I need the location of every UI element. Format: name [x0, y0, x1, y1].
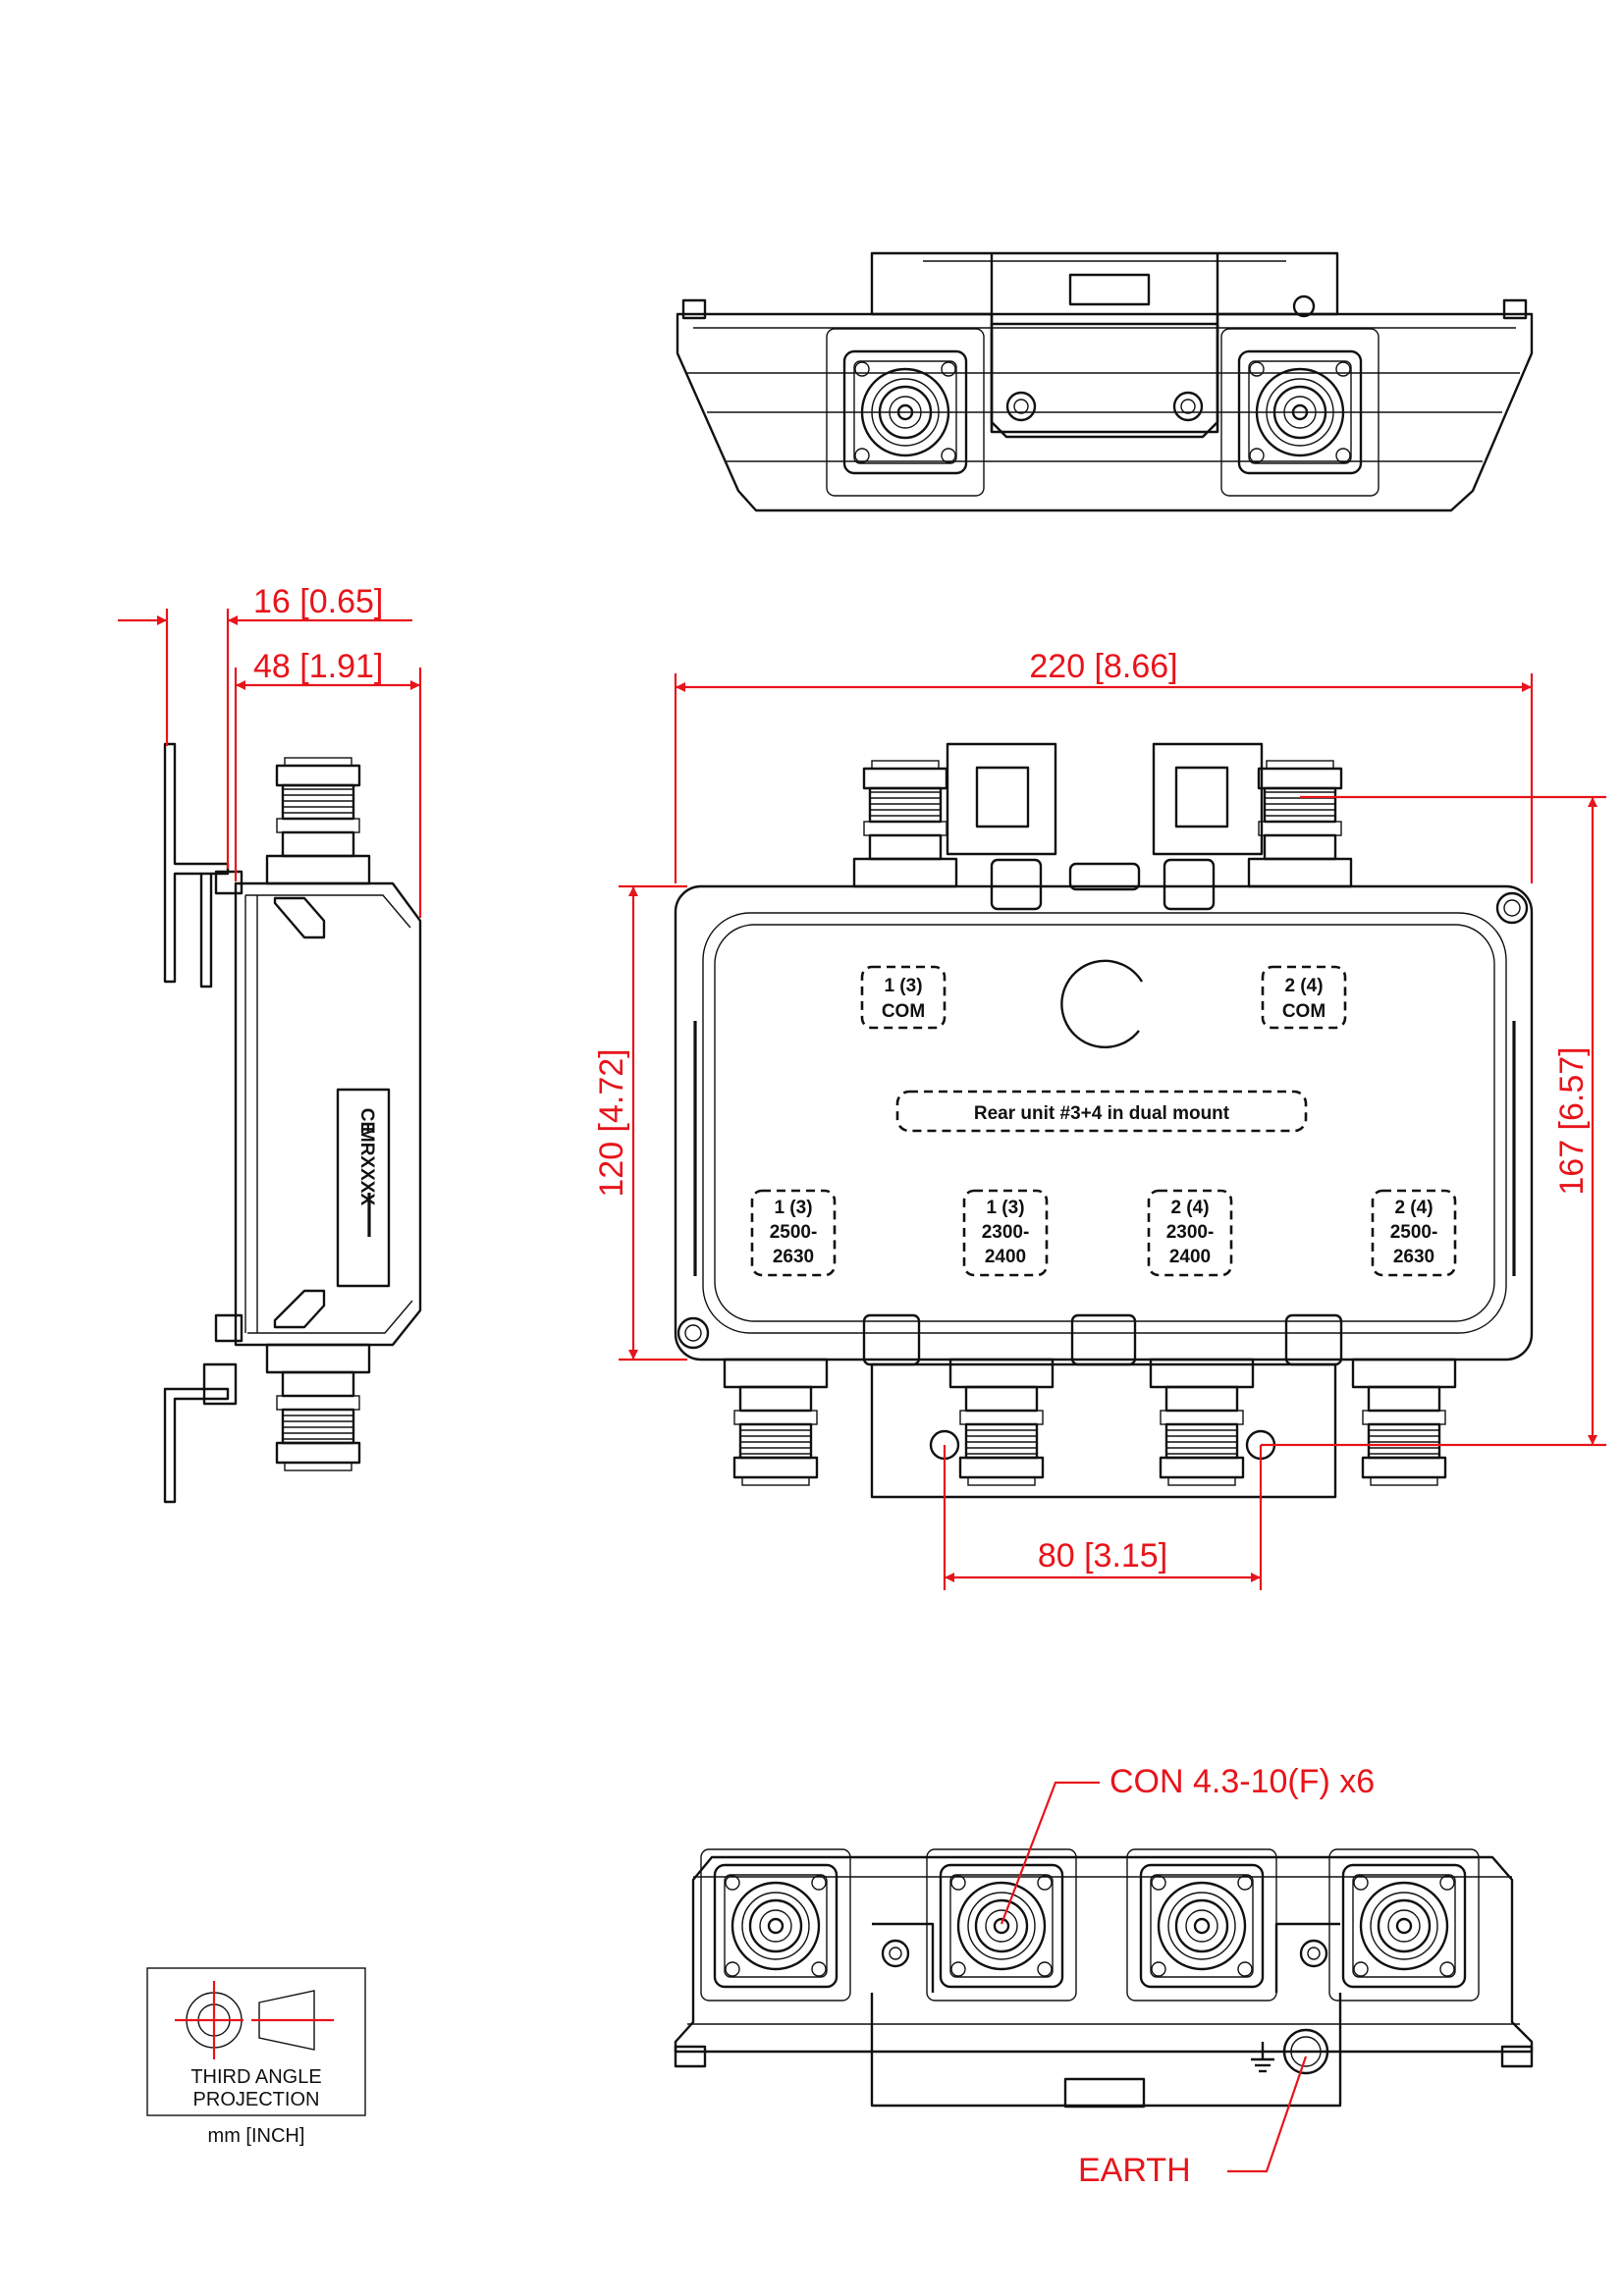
third-angle-projection-symbol: THIRD ANGLE PROJECTION [146, 1967, 366, 2116]
side-model-label: MRXXXX [356, 1127, 377, 1206]
label-dual-mount-note: Rear unit #3+4 in dual mount [974, 1103, 1230, 1124]
ground-icon [1251, 2042, 1274, 2073]
label-p2-low-b: 2300- [1166, 1222, 1215, 1243]
label-p1-low-c: 2400 [985, 1247, 1026, 1267]
side-view: MRXXXX CE [163, 742, 422, 1504]
dim-side-depth: 48 [1.91] [253, 648, 383, 685]
projection-line-2: PROJECTION [193, 2089, 320, 2110]
dim-hole-spacing: 80 [3.15] [1038, 1537, 1167, 1575]
label-p1-low-b: 2300- [982, 1222, 1030, 1243]
label-port-2-com-b: COM [1282, 1001, 1325, 1022]
label-p2-high-b: 2500- [1390, 1222, 1438, 1243]
label-port-1-com-b: COM [882, 1001, 925, 1022]
label-p2-high-a: 2 (4) [1394, 1198, 1433, 1218]
callout-earth: EARTH [1078, 2152, 1191, 2189]
label-p1-low-a: 1 (3) [986, 1198, 1024, 1218]
top-view [676, 251, 1534, 512]
dim-total-height: 167 [6.57] [1553, 1046, 1591, 1195]
label-p1-high-c: 2630 [773, 1247, 814, 1267]
dim-side-offset: 16 [0.65] [253, 583, 383, 620]
units-label: mm [INCH] [208, 2125, 305, 2147]
callout-connector: CON 4.3-10(F) x6 [1109, 1763, 1375, 1800]
bottom-view [674, 1848, 1534, 2109]
label-p2-low-a: 2 (4) [1170, 1198, 1209, 1218]
dim-total-width: 220 [8.66] [1029, 648, 1177, 685]
label-p1-high-b: 2500- [770, 1222, 818, 1243]
label-p2-high-c: 2630 [1393, 1247, 1434, 1267]
ce-mark: CE [356, 1108, 377, 1134]
dimension-lines: 16 [0.65] 48 [1.91] 220 [8.66] 120 [4.72… [118, 583, 1606, 2189]
label-p2-low-c: 2400 [1169, 1247, 1211, 1267]
projection-line-1: THIRD ANGLE [190, 2066, 321, 2088]
front-view: 1 (3) COM 2 (4) COM Rear unit #3+4 in du… [674, 742, 1534, 1499]
label-port-2-com-a: 2 (4) [1284, 976, 1323, 996]
dim-body-height: 120 [4.72] [593, 1048, 630, 1197]
label-port-1-com-a: 1 (3) [884, 976, 922, 996]
label-p1-high-a: 1 (3) [774, 1198, 812, 1218]
